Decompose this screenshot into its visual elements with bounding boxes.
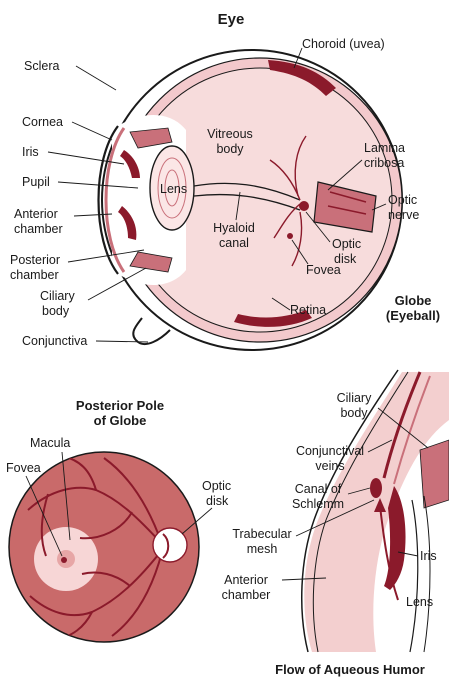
aqueous-caption: Flow of Aqueous Humor [275, 662, 425, 677]
label-aq-schlemm-2: Schlemm [292, 497, 344, 511]
optic-disk-dot [299, 201, 309, 211]
label-vitreous-1: Vitreous [207, 127, 253, 141]
label-conjunctiva: Conjunctiva [22, 334, 87, 348]
aqueous-lens-2 [424, 496, 430, 652]
label-aq-anterior-1: Anterior [224, 573, 268, 587]
fovea-dot-fundus [61, 557, 67, 563]
label-optic-disk-1: Optic [332, 237, 361, 251]
label-aq-schlemm-1: Canal of [295, 482, 342, 496]
label-anterior-chamber-1: Anterior [14, 207, 58, 221]
label-optic-nerve-2: nerve [388, 208, 419, 222]
globe-caption-1: Globe [395, 293, 432, 308]
label-aq-ciliary-2: body [340, 406, 368, 420]
label-ciliary-body-2: body [42, 304, 70, 318]
label-pole-fovea: Fovea [6, 461, 41, 475]
optic-disk-shape [153, 528, 187, 562]
label-aq-trabecular-1: Trabecular [232, 527, 291, 541]
label-aq-iris: Iris [420, 549, 437, 563]
label-retina: Retina [290, 303, 326, 317]
label-aq-trabecular-2: mesh [247, 542, 278, 556]
label-optic-nerve-1: Optic [388, 193, 417, 207]
leader-sclera [76, 66, 116, 90]
label-iris: Iris [22, 145, 39, 159]
label-pupil: Pupil [22, 175, 50, 189]
label-hyaloid-1: Hyaloid [213, 221, 255, 235]
leader-conjunctiva [96, 341, 148, 342]
label-ciliary-body-1: Ciliary [40, 289, 75, 303]
label-sclera: Sclera [24, 59, 59, 73]
aqueous-illustration [302, 370, 449, 652]
label-vitreous-2: body [216, 142, 244, 156]
fovea-dot [287, 233, 293, 239]
label-aq-conj-2: veins [315, 459, 344, 473]
label-choroid: Choroid (uvea) [302, 37, 385, 51]
label-lens: Lens [160, 182, 187, 196]
globe-illustration [99, 50, 403, 350]
label-aq-ciliary-1: Ciliary [337, 391, 372, 405]
label-anterior-chamber-2: chamber [14, 222, 63, 236]
fundus-illustration [9, 452, 199, 642]
leader-cornea [72, 122, 112, 140]
diagram-title: Eye [218, 11, 245, 28]
aqueous-lens [410, 500, 418, 652]
label-aq-lens: Lens [406, 595, 433, 609]
pole-title-1: Posterior Pole [76, 398, 164, 413]
schlemm-canal [370, 478, 382, 498]
label-posterior-chamber-2: chamber [10, 268, 59, 282]
label-pole-macula: Macula [30, 436, 70, 450]
label-hyaloid-2: canal [219, 236, 249, 250]
label-fovea: Fovea [306, 263, 341, 277]
label-cornea: Cornea [22, 115, 63, 129]
globe-caption-2: (Eyeball) [386, 308, 440, 323]
label-aq-conj-1: Conjunctival [296, 444, 364, 458]
label-pole-optic-disk-2: disk [206, 494, 229, 508]
label-lamina-1: Lamina [364, 141, 405, 155]
label-lamina-2: cribosa [364, 156, 404, 170]
label-pole-optic-disk-1: Optic [202, 479, 231, 493]
pole-title-2: of Globe [94, 413, 147, 428]
label-posterior-chamber-1: Posterior [10, 253, 60, 267]
label-aq-anterior-2: chamber [222, 588, 271, 602]
